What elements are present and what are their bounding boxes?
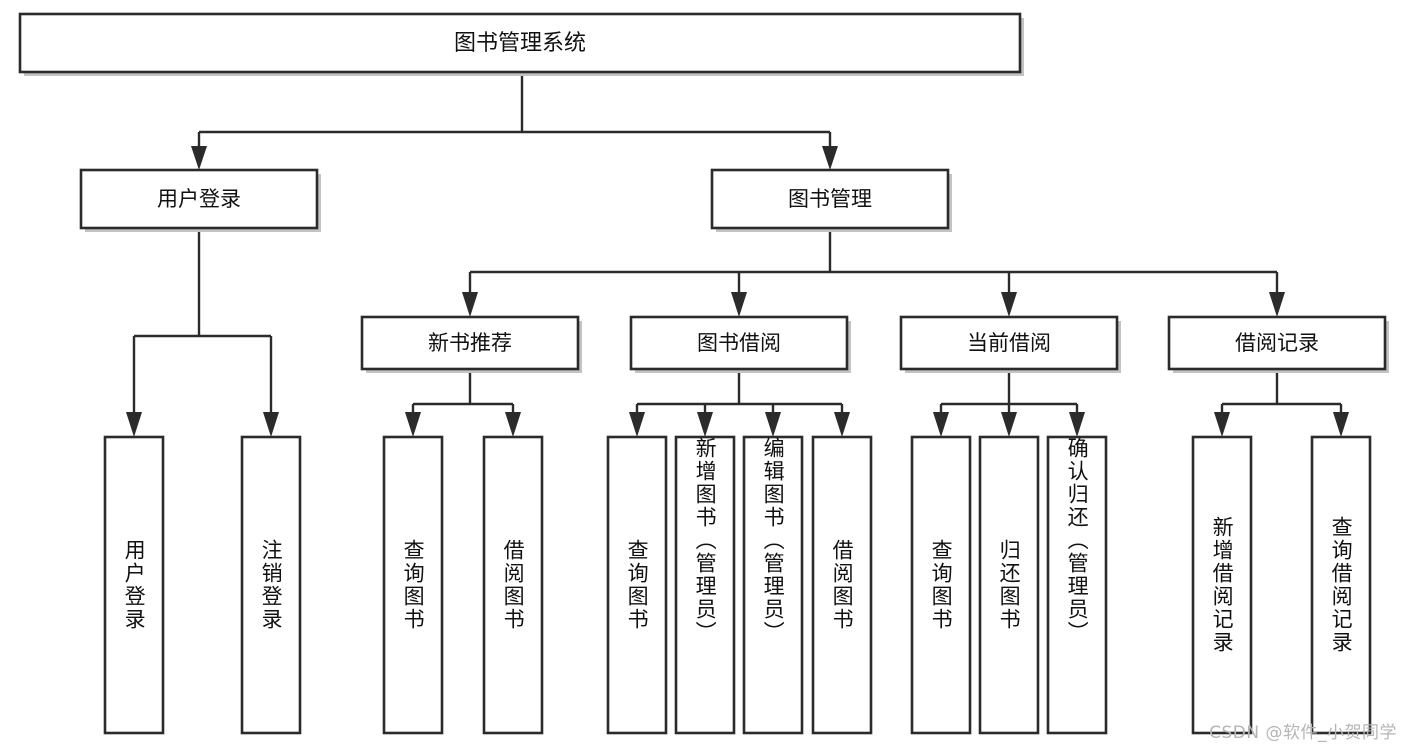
arrowhead-current-borrow	[1001, 292, 1017, 317]
book-manage-label: 图书管理	[788, 187, 872, 211]
arrowhead-leaf-newbook-1	[405, 412, 421, 437]
node-root[interactable]: 图书管理系统	[18, 12, 1024, 76]
arrowhead-leaf-bookborrow-1	[629, 412, 645, 437]
current-borrow-label: 当前借阅	[967, 331, 1051, 355]
csdn-watermark: CSDN @软件_小贺同学	[1209, 723, 1397, 743]
arrowhead-leaf-bookborrow-4	[834, 412, 850, 437]
current-borrow-box[interactable]	[899, 315, 1119, 371]
arrowhead-book-manage	[822, 146, 838, 170]
user-login-box[interactable]	[79, 168, 319, 230]
leaf-box-currentborrow-confirm[interactable]	[1046, 435, 1108, 735]
leaf-box-borrowrecord-query[interactable]	[1310, 435, 1372, 735]
arrowhead-leaf-currentborrow-1	[933, 412, 949, 437]
arrowhead-leaf-currentborrow-3	[1069, 412, 1085, 437]
new-book-recommend-box[interactable]	[360, 315, 580, 371]
root-box[interactable]	[18, 12, 1022, 74]
leaf-box-layer	[103, 435, 1372, 735]
arrowhead-leaf-logout	[263, 412, 279, 437]
arrowhead-leaf-borrowrecord-1	[1214, 412, 1230, 437]
leaf-box-borrowrecord-add[interactable]	[1191, 435, 1253, 735]
node-borrow-record[interactable]: 借阅记录	[1167, 315, 1389, 373]
leaf-box-bookborrow-edit[interactable]	[742, 435, 804, 735]
arrowhead-user-login	[191, 146, 207, 170]
leaf-box-bookborrow-query[interactable]	[606, 435, 668, 735]
node-user-login[interactable]: 用户登录	[79, 168, 321, 232]
leaf-box-newbook-borrow[interactable]	[482, 435, 544, 735]
arrowhead-leaf-user-login	[126, 412, 142, 437]
leaf-box-currentborrow-query[interactable]	[910, 435, 972, 735]
book-borrow-label: 图书借阅	[697, 331, 781, 355]
connector-layer	[126, 76, 1349, 437]
node-book-borrow[interactable]: 图书借阅	[629, 315, 851, 373]
arrowhead-borrow-record	[1269, 292, 1285, 317]
leaf-box-logout[interactable]	[240, 435, 302, 735]
node-current-borrow[interactable]: 当前借阅	[899, 315, 1121, 373]
leaf-box-newbook-query[interactable]	[382, 435, 444, 735]
arrowhead-leaf-currentborrow-2	[1001, 412, 1017, 437]
arrowhead-book-borrow	[731, 292, 747, 317]
arrowhead-leaf-bookborrow-2	[697, 412, 713, 437]
leaf-box-currentborrow-return[interactable]	[978, 435, 1040, 735]
borrow-record-label: 借阅记录	[1235, 331, 1319, 355]
leaf-box-user-login[interactable]	[103, 435, 165, 735]
book-manage-box[interactable]	[710, 168, 950, 230]
user-login-label: 用户登录	[157, 187, 241, 211]
arrowhead-leaf-borrowrecord-2	[1333, 412, 1349, 437]
book-borrow-box[interactable]	[629, 315, 849, 371]
root-label: 图书管理系统	[454, 31, 586, 56]
node-new-book-recommend[interactable]: 新书推荐	[360, 315, 582, 373]
leaf-box-bookborrow-borrow[interactable]	[811, 435, 873, 735]
node-book-manage[interactable]: 图书管理	[710, 168, 952, 232]
arrowhead-leaf-newbook-2	[505, 412, 521, 437]
leaf-box-bookborrow-add[interactable]	[674, 435, 736, 735]
new-book-recommend-label: 新书推荐	[428, 331, 512, 355]
arrowhead-new-book-recommend	[462, 292, 478, 317]
arrowhead-leaf-bookborrow-3	[765, 412, 781, 437]
borrow-record-box[interactable]	[1167, 315, 1387, 371]
